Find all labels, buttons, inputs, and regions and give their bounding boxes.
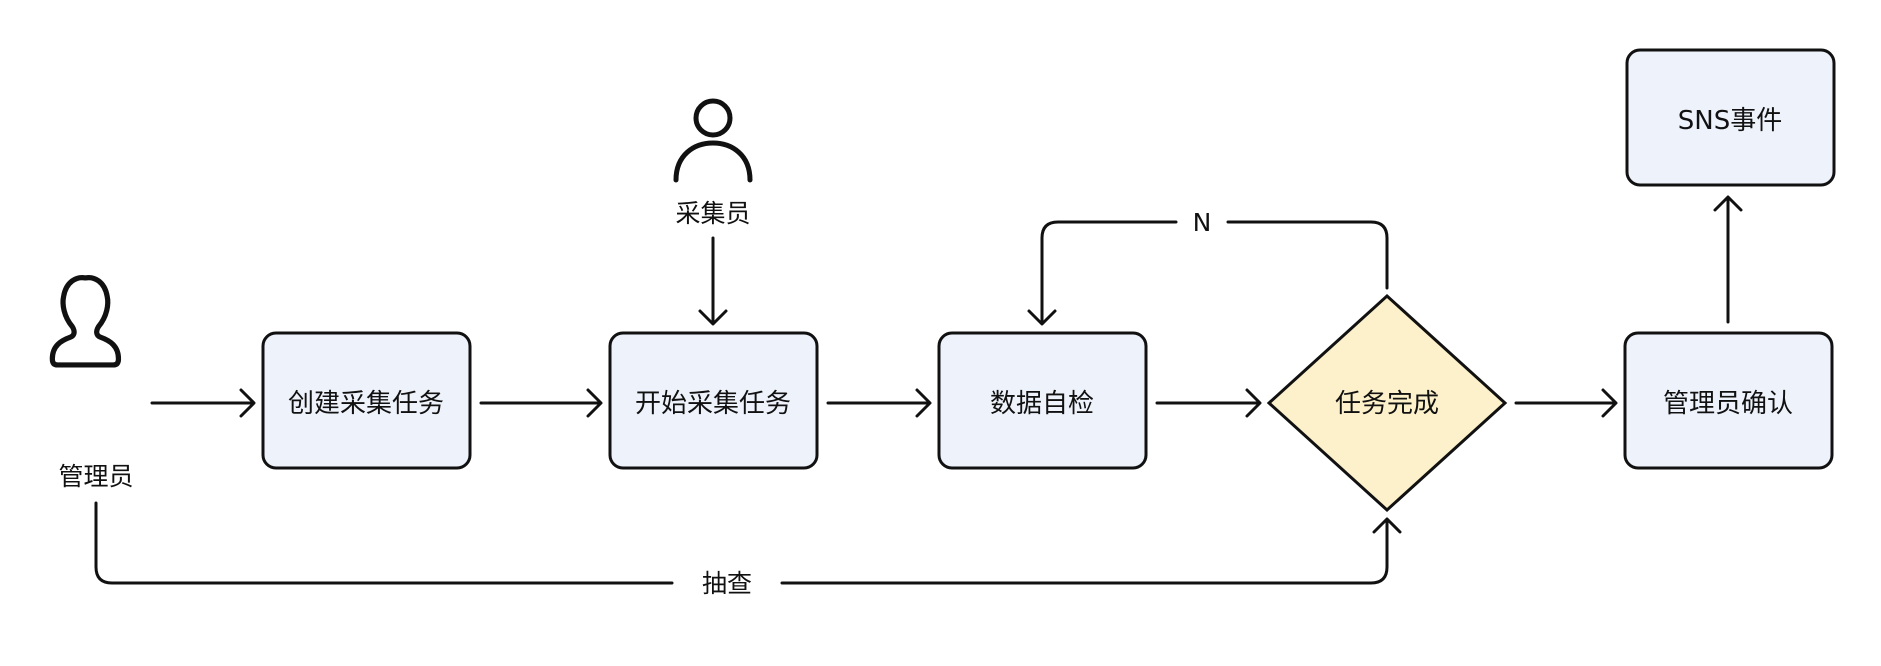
node-task-done[interactable]: 任务完成 (1266, 293, 1508, 513)
edge-start-to-check (826, 388, 932, 418)
node-self-check-label: 数据自检 (990, 389, 1094, 419)
arrow-head-icon (915, 388, 932, 418)
edge-confirm-to-sns (1713, 195, 1743, 324)
arrow-head-icon (698, 309, 728, 326)
node-start-task-label: 开始采集任务 (635, 389, 791, 419)
node-admin-confirm[interactable]: 管理员确认 (1623, 331, 1834, 470)
collector-user-icon (673, 98, 753, 183)
collector-actor: 采集员 (673, 98, 753, 228)
node-sns-event-label: SNS事件 (1678, 106, 1782, 136)
edge-loop-no: N (1027, 208, 1389, 326)
admin-actor: 管理员 (49, 275, 134, 491)
edge-admin-to-create (150, 388, 256, 418)
arrow-head-icon (1713, 195, 1743, 212)
node-create-task-label: 创建采集任务 (288, 389, 444, 419)
edge-spot-check-label: 抽查 (702, 569, 752, 598)
arrow-head-icon (1027, 309, 1057, 326)
admin-label: 管理员 (58, 462, 133, 491)
node-task-done-label: 任务完成 (1335, 389, 1439, 419)
arrow-head-icon (1372, 517, 1402, 534)
node-admin-confirm-label: 管理员确认 (1663, 389, 1793, 419)
node-sns-event[interactable]: SNS事件 (1625, 48, 1836, 187)
arrow-head-icon (586, 388, 603, 418)
edge-collector-to-start (698, 236, 728, 326)
arrow-head-icon (1245, 388, 1262, 418)
node-self-check[interactable]: 数据自检 (937, 331, 1148, 470)
edge-done-to-confirm (1514, 388, 1618, 418)
node-start-task[interactable]: 开始采集任务 (608, 331, 819, 470)
edge-check-to-done (1155, 388, 1262, 418)
admin-user-icon (49, 275, 122, 368)
edge-loop-no-label: N (1193, 208, 1212, 237)
arrow-head-icon (1601, 388, 1618, 418)
edge-spot-check: 抽查 (94, 501, 1402, 598)
arrow-head-icon (239, 388, 256, 418)
node-create-task[interactable]: 创建采集任务 (261, 331, 472, 470)
collector-label: 采集员 (675, 199, 750, 228)
edge-create-to-start (479, 388, 603, 418)
